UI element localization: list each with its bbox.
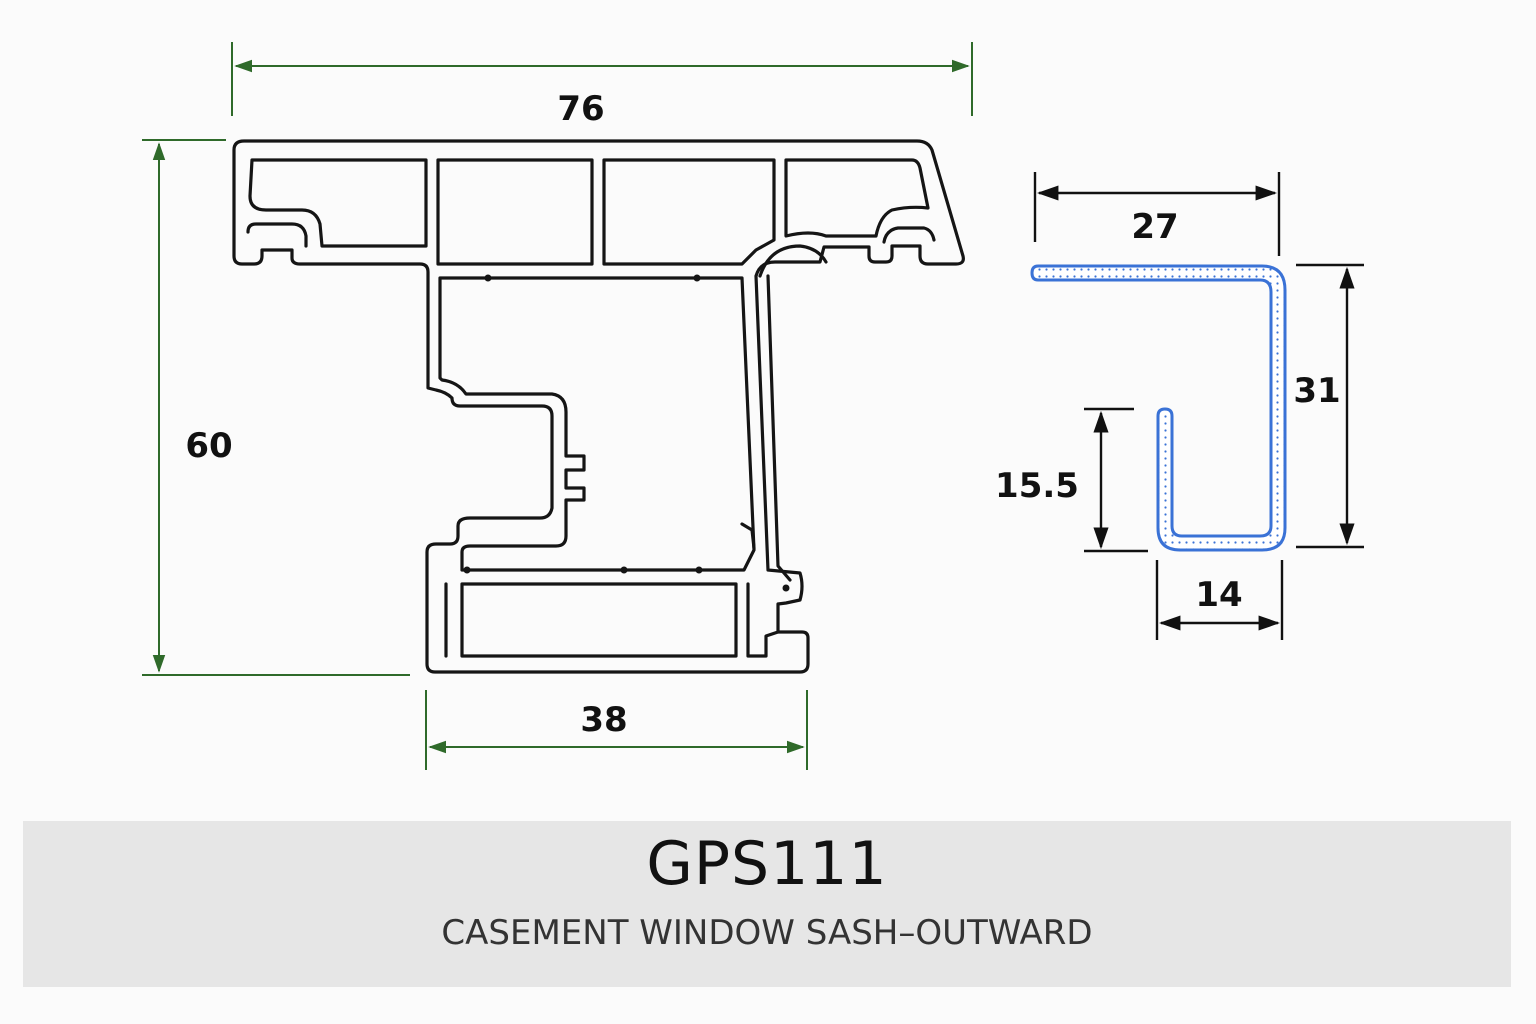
dimension-width-76: 76 [231,42,973,129]
product-code: GPS111 [646,829,888,899]
dimension-height-31: 31 [1293,263,1364,549]
dimension-width-38: 38 [425,690,808,770]
technical-drawing: 76 60 38 27 31 15.5 14 [142,42,1364,770]
dimension-label-27: 27 [1131,207,1178,247]
dimension-height-60: 60 [142,139,410,676]
dimension-width-27: 27 [1033,172,1281,256]
dimension-label-60: 60 [185,426,232,466]
dimension-width-14: 14 [1155,560,1284,640]
product-description: CASEMENT WINDOW SASH–OUTWARD [441,913,1093,953]
sash-profile [232,139,965,674]
dimension-label-14: 14 [1195,575,1242,615]
gasket-profile [1030,264,1287,552]
dimension-label-76: 76 [557,89,604,129]
caption-band: GPS111 CASEMENT WINDOW SASH–OUTWARD [23,821,1511,987]
dimension-label-31: 31 [1293,371,1340,411]
dimension-label-38: 38 [580,700,627,740]
dimension-height-15-5: 15.5 [995,407,1148,553]
dimension-label-15-5: 15.5 [995,466,1079,506]
